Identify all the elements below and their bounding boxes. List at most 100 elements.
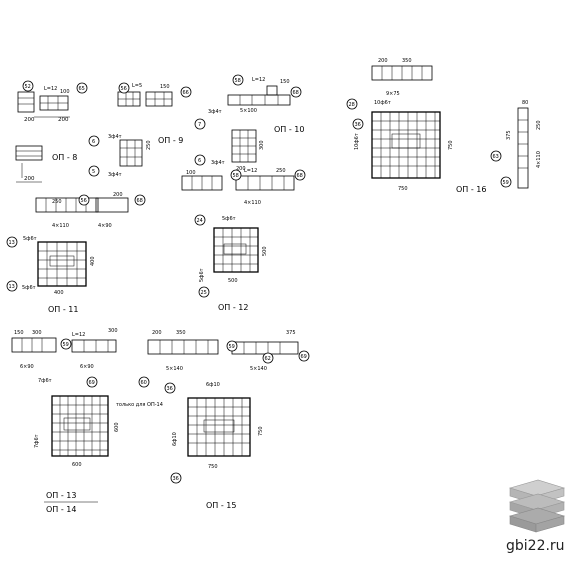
marker-66: 66 bbox=[183, 90, 189, 96]
op12-dim-500: 500 bbox=[262, 246, 268, 256]
marker-bubbles: 52 65 56 66 58 68 6 5 7 6 13 13 56 68 24… bbox=[6, 74, 512, 484]
op16-dim-250: 250 bbox=[536, 120, 542, 130]
op11-top-bar bbox=[35, 197, 99, 213]
op14-note: только для ОП-14 bbox=[116, 402, 163, 408]
marker-28: 28 bbox=[349, 102, 355, 108]
op9-len: L=5 bbox=[132, 83, 142, 89]
op15-spacing: 5×140 bbox=[250, 366, 267, 372]
op13-label: ОП - 13 bbox=[46, 491, 76, 500]
op10-rebar-top: 3ф4т bbox=[208, 109, 222, 115]
op15-label: ОП - 15 bbox=[206, 501, 236, 510]
marker-68c: 68 bbox=[297, 173, 303, 179]
op11-dim-250: 250 bbox=[52, 199, 62, 205]
op12-label: ОП - 12 bbox=[218, 303, 248, 312]
op15-bar-b bbox=[231, 341, 299, 355]
op12-group: 100 L=12 250 4×110 500 500 5ф6т 5ф6т ОП … bbox=[181, 168, 295, 312]
marker-36b: 36 bbox=[167, 386, 173, 392]
marker-62: 62 bbox=[265, 356, 271, 362]
op10-len: L=12 bbox=[252, 77, 265, 83]
op10-spacing: 5×100 bbox=[240, 108, 257, 114]
marker-68b: 68 bbox=[137, 198, 143, 204]
op10-top-bar bbox=[227, 94, 291, 106]
op11-label: ОП - 11 bbox=[48, 305, 78, 314]
op13-rebar-side: 7ф6т bbox=[34, 434, 40, 448]
op9-dim-150: 150 bbox=[160, 84, 170, 90]
marker-52: 52 bbox=[25, 84, 31, 90]
op15-dim-750: 750 bbox=[258, 426, 264, 436]
op13-14-group: 150 300 6×90 L=12 300 6×90 7ф6т 7ф6т 600… bbox=[11, 328, 163, 514]
op16-dim-750b: 750 bbox=[398, 186, 408, 192]
op15-bar-a bbox=[147, 339, 219, 355]
op11-dim-200: 200 bbox=[113, 192, 123, 198]
op10-hook bbox=[266, 85, 278, 96]
marker-69b: 69 bbox=[301, 354, 307, 360]
op16-rebar-top: 10ф6т bbox=[374, 100, 391, 106]
op11-rebar-bot: 5ф6т bbox=[22, 285, 36, 291]
marker-36c: 36 bbox=[173, 476, 179, 482]
marker-60: 60 bbox=[141, 380, 147, 386]
op16-rebar-side: 10ф6т bbox=[354, 133, 360, 150]
op16-label: ОП - 16 bbox=[456, 185, 486, 194]
op11-rebar-top: 5ф6т bbox=[23, 236, 37, 242]
op13-dim-150: 150 bbox=[14, 330, 24, 336]
op15-group: 200 350 375 5×140 5×140 6ф10 6ф10 750 75… bbox=[147, 330, 299, 510]
marker-59: 59 bbox=[503, 180, 509, 186]
marker-13b: 13 bbox=[9, 284, 15, 290]
op11-spacing: 4×110 bbox=[52, 223, 69, 229]
marker-69: 69 bbox=[89, 380, 95, 386]
op8-plan bbox=[15, 145, 43, 161]
marker-5: 5 bbox=[92, 169, 95, 175]
op10-dim-200: 200 bbox=[236, 166, 246, 172]
op10-rebar-bot: 3ф4т bbox=[211, 160, 225, 166]
op12-len: L=12 bbox=[244, 168, 257, 174]
op16-dim-750: 750 bbox=[448, 140, 454, 150]
op16-mesh bbox=[371, 111, 441, 179]
op15-dim-200: 200 bbox=[152, 330, 162, 336]
marker-68: 68 bbox=[293, 90, 299, 96]
marker-13: 13 bbox=[9, 240, 15, 246]
marker-6: 6 bbox=[92, 139, 95, 145]
marker-58b: 58 bbox=[233, 173, 239, 179]
op16-dim-350: 350 bbox=[402, 58, 412, 64]
op15-mesh bbox=[187, 397, 251, 457]
op12-dim-500b: 500 bbox=[228, 278, 238, 284]
op9-body bbox=[119, 139, 143, 167]
op8-dim-200b: 200 bbox=[58, 117, 69, 123]
brand-site-text: gbi22.ru bbox=[506, 538, 565, 554]
marker-24: 24 bbox=[197, 218, 203, 224]
op16-dim-200: 200 bbox=[378, 58, 388, 64]
op15-rebar-side: 6ф10 bbox=[172, 432, 178, 446]
op9-group: L=5 150 250 3ф4т 3ф4т ОП - 9 bbox=[108, 83, 183, 178]
op15-dim-375: 375 bbox=[286, 330, 296, 336]
op9-label: ОП - 9 bbox=[158, 136, 183, 145]
marker-7: 7 bbox=[198, 122, 201, 128]
op14-label: ОП - 14 bbox=[46, 505, 76, 514]
op11-mesh bbox=[37, 241, 87, 287]
op10-dim-150: 150 bbox=[280, 79, 290, 85]
op13-len: L=12 bbox=[72, 332, 85, 338]
op13-dim-600: 600 bbox=[114, 422, 120, 432]
op10-group: L=12 150 5×100 300 3ф4т 3ф4т 200 ОП - 10 bbox=[208, 77, 304, 172]
marker-59b: 59 bbox=[63, 342, 69, 348]
op8-side-view bbox=[17, 91, 35, 113]
op13-dim-300b: 300 bbox=[108, 328, 118, 334]
op8-dim-200: 200 bbox=[24, 117, 35, 123]
op13-rebar-top: 7ф6т bbox=[38, 378, 52, 384]
op10-label: ОП - 10 bbox=[274, 125, 304, 134]
op16-dim-80: 80 bbox=[522, 100, 528, 106]
op8-group: 200 200 100 L=12 200 ОП - 8 bbox=[15, 86, 77, 183]
marker-56: 56 bbox=[121, 86, 127, 92]
op12-dim-250: 250 bbox=[276, 168, 286, 174]
op9-rebar-bot: 3ф4т bbox=[108, 172, 122, 178]
marker-63: 63 bbox=[493, 154, 499, 160]
marker-59c: 59 bbox=[229, 344, 235, 350]
op12-rebar-top: 5ф6т bbox=[222, 216, 236, 222]
op11-group: 250 4×110 200 4×90 400 400 5ф6т 5ф6т ОП … bbox=[22, 192, 129, 314]
op16-group: 200 350 9×75 10ф6т 10ф6т 750 750 80 375 … bbox=[354, 58, 542, 194]
op9-rebar-top: 3ф4т bbox=[108, 134, 122, 140]
marker-58: 58 bbox=[235, 78, 241, 84]
op12-bar-b bbox=[235, 175, 295, 191]
op13-spacing: 6×90 bbox=[20, 364, 34, 370]
